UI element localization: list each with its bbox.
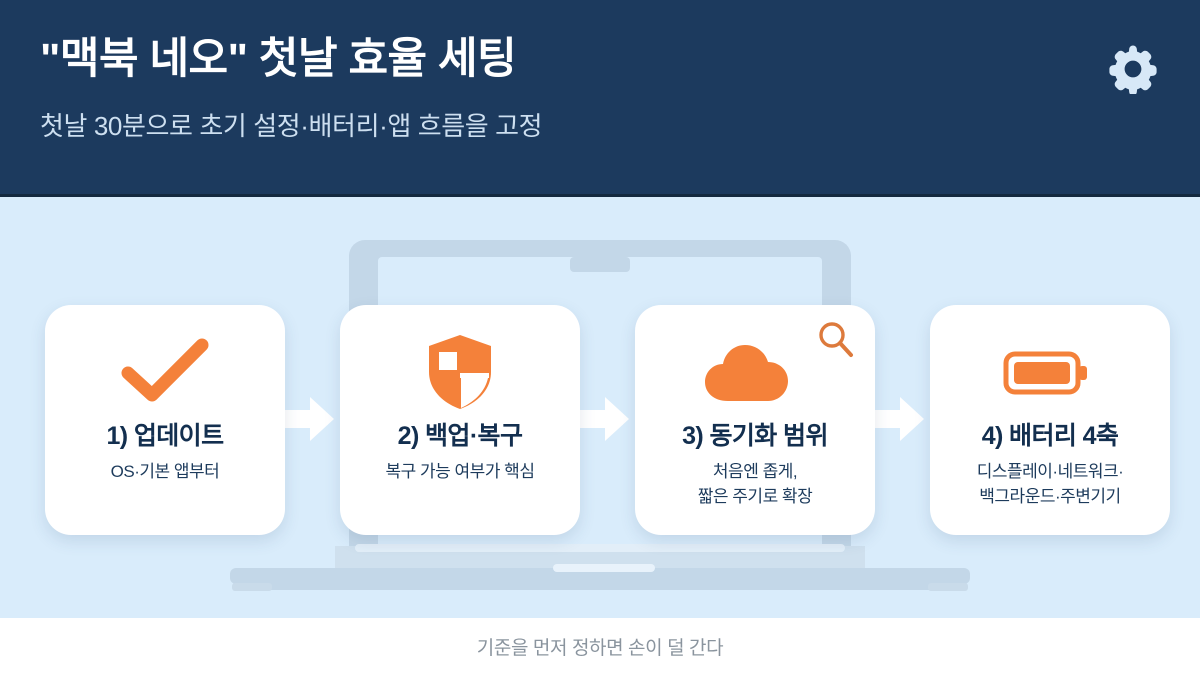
search-icon[interactable] [815, 319, 857, 361]
step-card-title: 2) 백업·복구 [397, 422, 523, 450]
content-panel: 1) 업데이트 OS·기본 앱부터 [0, 197, 1200, 618]
step-card-subtitle: 디스플레이·네트워크·백그라운드·주변기기 [976, 462, 1124, 506]
cloud-icon [635, 327, 875, 417]
step-card-subtitle: 복구 가능 여부가 핵심 [385, 462, 535, 481]
battery-icon [930, 327, 1170, 417]
step-card-title: 3) 동기화 범위 [682, 422, 828, 450]
step-card-1[interactable]: 1) 업데이트 OS·기본 앱부터 [45, 305, 285, 535]
header-bar: "맥북 네오" 첫날 효율 세팅 첫날 30분으로 초기 설정·배터리·앱 흐름… [0, 0, 1200, 197]
footer-note: 기준을 먼저 정하면 손이 덜 간다 [476, 638, 724, 659]
step-card-3[interactable]: 3) 동기화 범위 처음엔 좁게,짧은 주기로 확장 [635, 305, 875, 535]
gear-icon[interactable] [1108, 44, 1158, 96]
step-card-title: 1) 업데이트 [106, 422, 225, 450]
step-card-2[interactable]: 2) 백업·복구 복구 가능 여부가 핵심 [340, 305, 580, 535]
arrow-right-icon [282, 397, 334, 441]
step-card-subtitle: OS·기본 앱부터 [110, 462, 220, 481]
check-icon [45, 327, 285, 417]
shield-icon [340, 327, 580, 417]
page-title: "맥북 네오" 첫날 효율 세팅 [40, 35, 517, 83]
footer-bar: 기준을 먼저 정하면 손이 덜 간다 [0, 618, 1200, 675]
arrow-right-icon [577, 397, 629, 441]
step-card-4[interactable]: 4) 배터리 4축 디스플레이·네트워크·백그라운드·주변기기 [930, 305, 1170, 535]
step-card-title: 4) 배터리 4축 [981, 422, 1119, 450]
arrow-right-icon [872, 397, 924, 441]
step-card-subtitle: 처음엔 좁게,짧은 주기로 확장 [697, 462, 813, 506]
step-card-list: 1) 업데이트 OS·기본 앱부터 [0, 197, 1200, 618]
page-subtitle: 첫날 30분으로 초기 설정·배터리·앱 흐름을 고정 [40, 111, 543, 141]
